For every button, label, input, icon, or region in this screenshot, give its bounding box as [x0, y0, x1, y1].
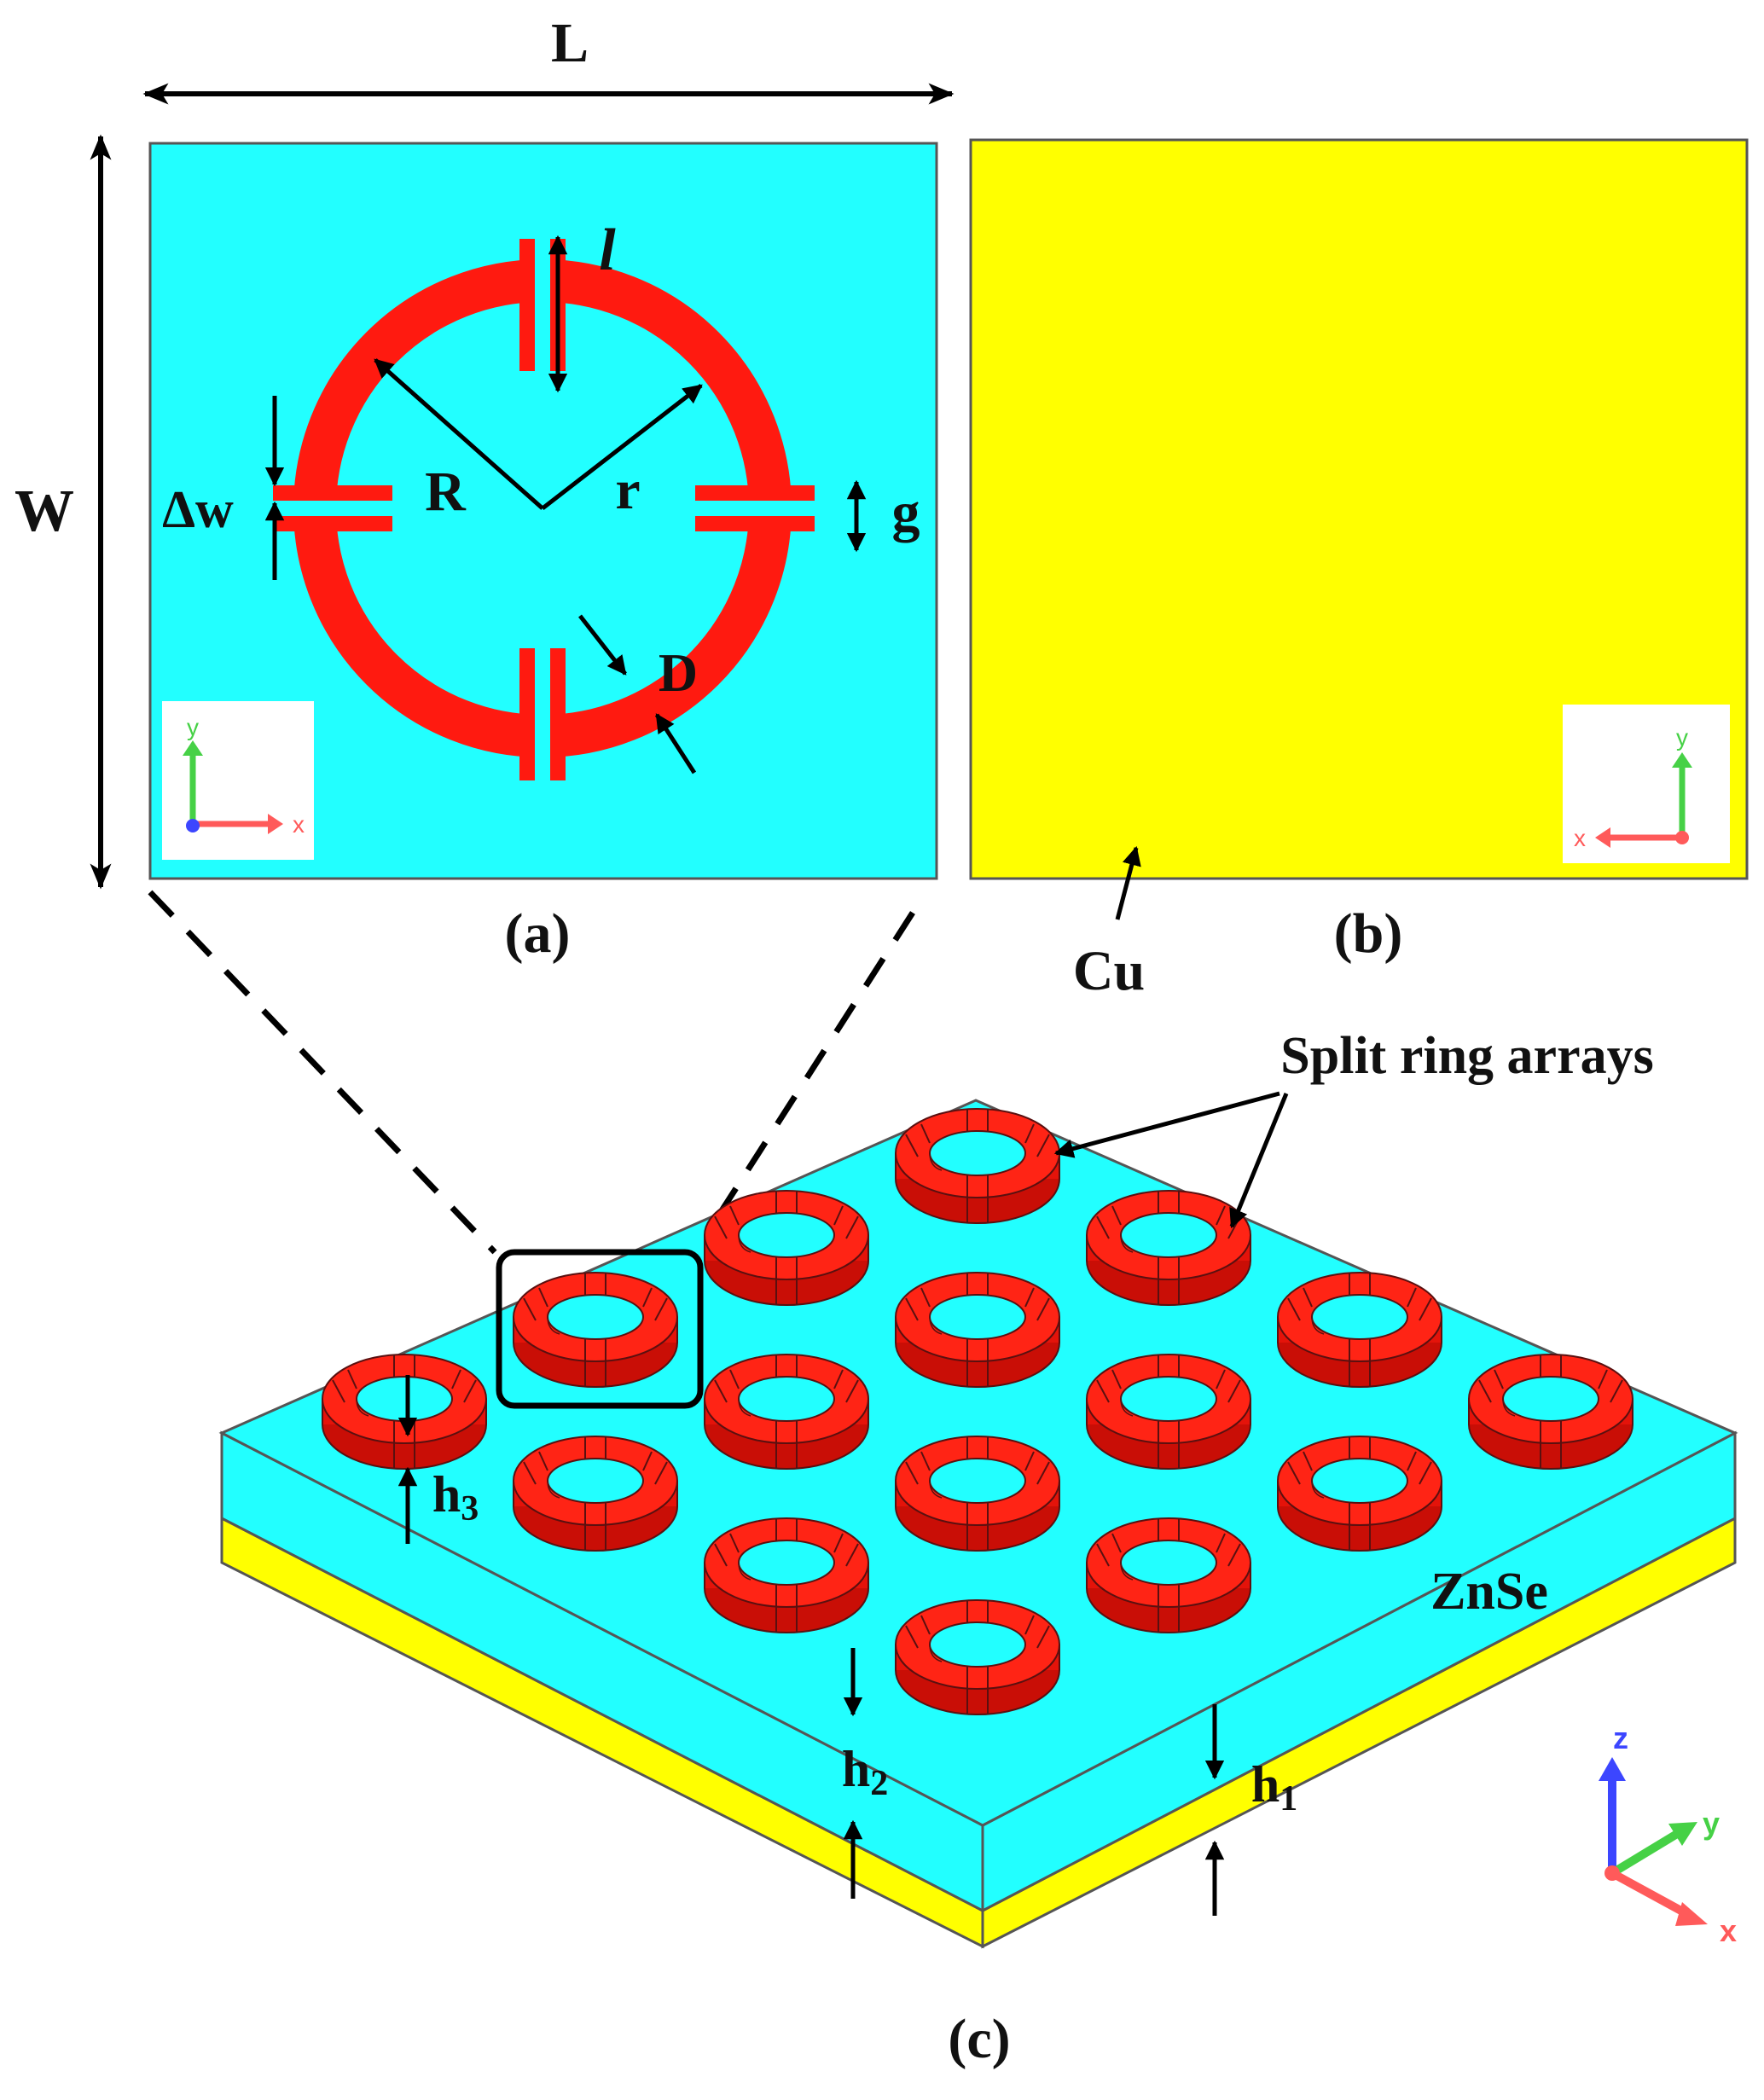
x-axis-letter: x: [1574, 825, 1586, 851]
caption-b: (b): [1334, 902, 1403, 965]
panel-c: Split ring arrays ZnSe h3 h2 h1 z y x: [148, 890, 1738, 2070]
ring-16: [895, 1599, 1060, 1715]
h3-label: h3: [432, 1466, 479, 1529]
x-axis-letter: x: [293, 811, 305, 838]
r-big-label: R: [425, 461, 467, 523]
cu-label: Cu: [1073, 940, 1145, 1002]
ring-gap-bottom: [535, 650, 550, 761]
g-label: g: [892, 481, 920, 543]
ring-gap-right: [682, 501, 802, 516]
r-big-arrow: [374, 358, 544, 510]
panel-b: y x Cu (b): [969, 138, 1749, 1002]
ring-6: [1277, 1272, 1442, 1388]
axis-triad-3d: z y x: [1599, 1720, 1737, 1948]
h1-label: h1: [1251, 1756, 1297, 1819]
ring-2: [704, 1190, 869, 1306]
ring-5: [895, 1272, 1060, 1388]
ring-7: [322, 1354, 487, 1470]
z-axis-letter: z: [1613, 1720, 1628, 1755]
r-small-arrow: [541, 384, 703, 510]
d-label: D: [659, 642, 698, 703]
ring-10: [1468, 1354, 1633, 1470]
split-ring-label: Split ring arrays: [1280, 1027, 1653, 1085]
projection-dashed-left: [148, 890, 497, 1255]
ring-9: [1086, 1354, 1251, 1470]
cu-pointer-arrow: [1115, 845, 1141, 920]
split-ring-pointer-1: [1053, 1091, 1280, 1158]
x-axis-letter: x: [1720, 1913, 1737, 1948]
caption-c: (c): [948, 2008, 1010, 2070]
delta-w-label: Δw: [162, 481, 234, 539]
d-arrow-outer: [578, 614, 627, 676]
unit-cell-highlight: [496, 1249, 704, 1409]
ring-15: [1086, 1517, 1251, 1633]
y-axis-letter: y: [187, 714, 199, 740]
axis-inset-b: y x: [1563, 705, 1730, 863]
y-axis-letter: y: [1703, 1806, 1720, 1841]
axis-inset-a: y x: [162, 701, 314, 860]
projection-dashed-right: [697, 911, 915, 1247]
ring-3: [1086, 1190, 1251, 1306]
ring-12: [895, 1436, 1060, 1552]
l-dimension-label: L: [551, 12, 589, 74]
ring-8: [704, 1354, 869, 1470]
ring-14: [704, 1517, 869, 1633]
y-axis-letter: y: [1676, 724, 1688, 751]
substrate-label: ZnSe: [1430, 1563, 1548, 1621]
ring-gap-left: [281, 501, 401, 516]
r-small-label: r: [615, 459, 640, 521]
l-gap-label: l: [599, 218, 616, 283]
ring-11: [513, 1436, 678, 1552]
caption-a: (a): [505, 902, 571, 965]
h2-label: h2: [842, 1741, 888, 1803]
ring-1: [895, 1108, 1060, 1224]
panel-a: L W R r l Δw: [15, 12, 955, 965]
d-arrow-inner: [654, 713, 697, 774]
w-dimension-label: W: [15, 479, 74, 544]
ring-4: [513, 1272, 678, 1388]
ring-gap-top: [535, 256, 550, 367]
split-ring-pointer-2: [1229, 1093, 1289, 1229]
ring-13: [1277, 1436, 1442, 1552]
